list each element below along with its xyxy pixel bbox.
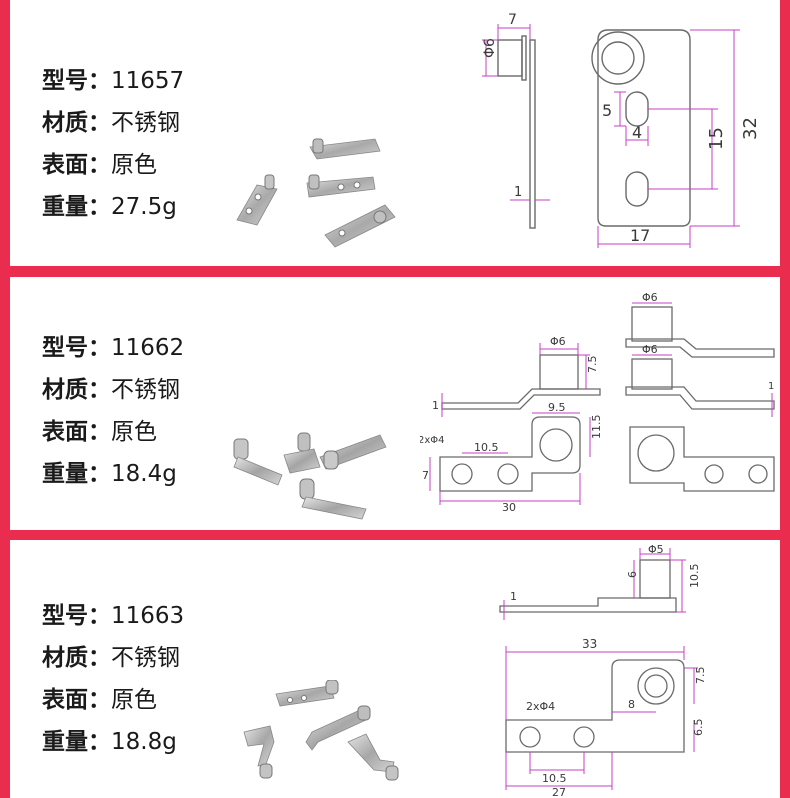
hinge-part-2 (243, 725, 275, 779)
spec-weight: 重量：18.8g (42, 729, 177, 755)
dim-length: 30 (502, 501, 516, 514)
side-dimension-lines (441, 343, 590, 417)
technical-drawing: 7 Φ6 1 5 4 15 32 17 (482, 12, 761, 248)
dim-hole-pitch: 10.5 (474, 441, 499, 454)
plan-view (439, 416, 581, 492)
side-view (441, 354, 601, 410)
product-panel-11663: 型号：11663 材质：不锈钢 表面：原色 重量：18.8g (10, 540, 780, 798)
product-panel-11662: 型号：11662 材质：不锈钢 表面：原色 重量：18.4g (10, 277, 780, 530)
dim-plan-height: 11.5 (590, 415, 603, 440)
dim-height: 32 (740, 117, 761, 140)
dim-side-height: 7.5 (586, 356, 599, 374)
spec-model: 型号：11663 (42, 603, 185, 629)
dim-length-top: 33 (582, 637, 597, 651)
spec-weight: 重量：18.4g (42, 461, 177, 487)
spec-list: 型号：11662 材质：不锈钢 表面：原色 重量：18.4g (42, 327, 184, 495)
side-view (499, 559, 677, 613)
hinge-part-1 (233, 438, 283, 486)
spec-surface: 表面：原色 (42, 152, 157, 178)
product-photo (243, 680, 399, 781)
side-view (497, 35, 536, 229)
hinge-part-2 (236, 174, 278, 226)
dim-side-diameter: Φ6 (550, 335, 566, 348)
spec-list: 型号：11657 材质：不锈钢 表面：原色 重量：27.5g (42, 60, 184, 228)
hinge-part-1 (309, 138, 381, 160)
dim-offset: 9.5 (548, 401, 566, 414)
dim-holes: 2xΦ4 (420, 435, 445, 446)
dim-iso-diameter-1: Φ6 (642, 291, 658, 304)
plan-dimension-lines (429, 412, 591, 505)
hinge-part-4 (347, 733, 399, 781)
spec-list: 型号：11663 材质：不锈钢 表面：原色 重量：18.8g (42, 595, 184, 763)
dim-width: 17 (630, 226, 650, 245)
plan-view (505, 659, 685, 753)
hinge-part-3 (305, 705, 371, 751)
spec-material: 材质：不锈钢 (42, 377, 180, 403)
dim-pin-height: 6 (626, 571, 639, 578)
dim-hole-pitch: 10.5 (542, 772, 567, 785)
spec-weight: 重量：27.5g (42, 194, 177, 220)
dim-side-thickness: 1 (510, 590, 517, 603)
dim-iso-diameter-2: Φ6 (642, 343, 658, 356)
iso-dimension-lines (632, 302, 773, 417)
dim-side-diameter: Φ6 (482, 38, 498, 58)
front-dimension-lines (597, 29, 740, 248)
dim-pitch: 15 (706, 127, 727, 150)
dim-side-thickness: 1 (514, 185, 522, 200)
hinge-part-4 (299, 478, 367, 520)
spec-surface: 表面：原色 (42, 419, 157, 445)
technical-drawing: Φ5 6 10.5 1 33 7.5 2xΦ4 8 6.5 10.5 27 (499, 543, 707, 798)
dim-side-thickness: 1 (432, 399, 439, 412)
spec-material: 材质：不锈钢 (42, 110, 180, 136)
dim-iso-thickness: 1 (768, 381, 774, 392)
spec-model: 型号：11662 (42, 335, 185, 361)
product-panel-11657: 型号：11657 材质：不锈钢 表面：原色 重量：27.5g (10, 0, 780, 266)
hinge-part-3 (306, 174, 376, 198)
dim-width: 6.5 (692, 719, 705, 737)
spec-material: 材质：不锈钢 (42, 645, 180, 671)
hinge-part-1 (275, 680, 339, 707)
iso-views (625, 306, 775, 492)
technical-drawing: Φ6 7.5 1 9.5 11.5 2xΦ4 10.5 7 30 (420, 291, 775, 514)
dim-slot-width: 4 (632, 123, 642, 142)
dim-radius: 7.5 (694, 667, 707, 685)
dimension-lines (482, 24, 550, 201)
dim-total-height: 10.5 (688, 564, 701, 589)
hinge-part-3 (319, 434, 387, 470)
dim-side-width: 7 (508, 12, 517, 28)
hinge-part-4 (324, 204, 396, 248)
side-dimension-lines (503, 548, 686, 620)
dim-plan-width: 7 (422, 469, 429, 482)
spec-surface: 表面：原色 (42, 687, 157, 713)
dim-offset: 8 (628, 698, 635, 711)
product-photo (233, 432, 387, 520)
dim-holes: 2xΦ4 (526, 700, 555, 713)
spec-model: 型号：11657 (42, 68, 185, 94)
dim-slot-height: 5 (602, 101, 612, 120)
plan-dimension-lines (505, 646, 698, 790)
product-photo (236, 138, 396, 248)
dim-pin-diameter: Φ5 (648, 543, 664, 556)
dim-length: 27 (552, 786, 566, 798)
hinge-part-2 (283, 432, 321, 474)
